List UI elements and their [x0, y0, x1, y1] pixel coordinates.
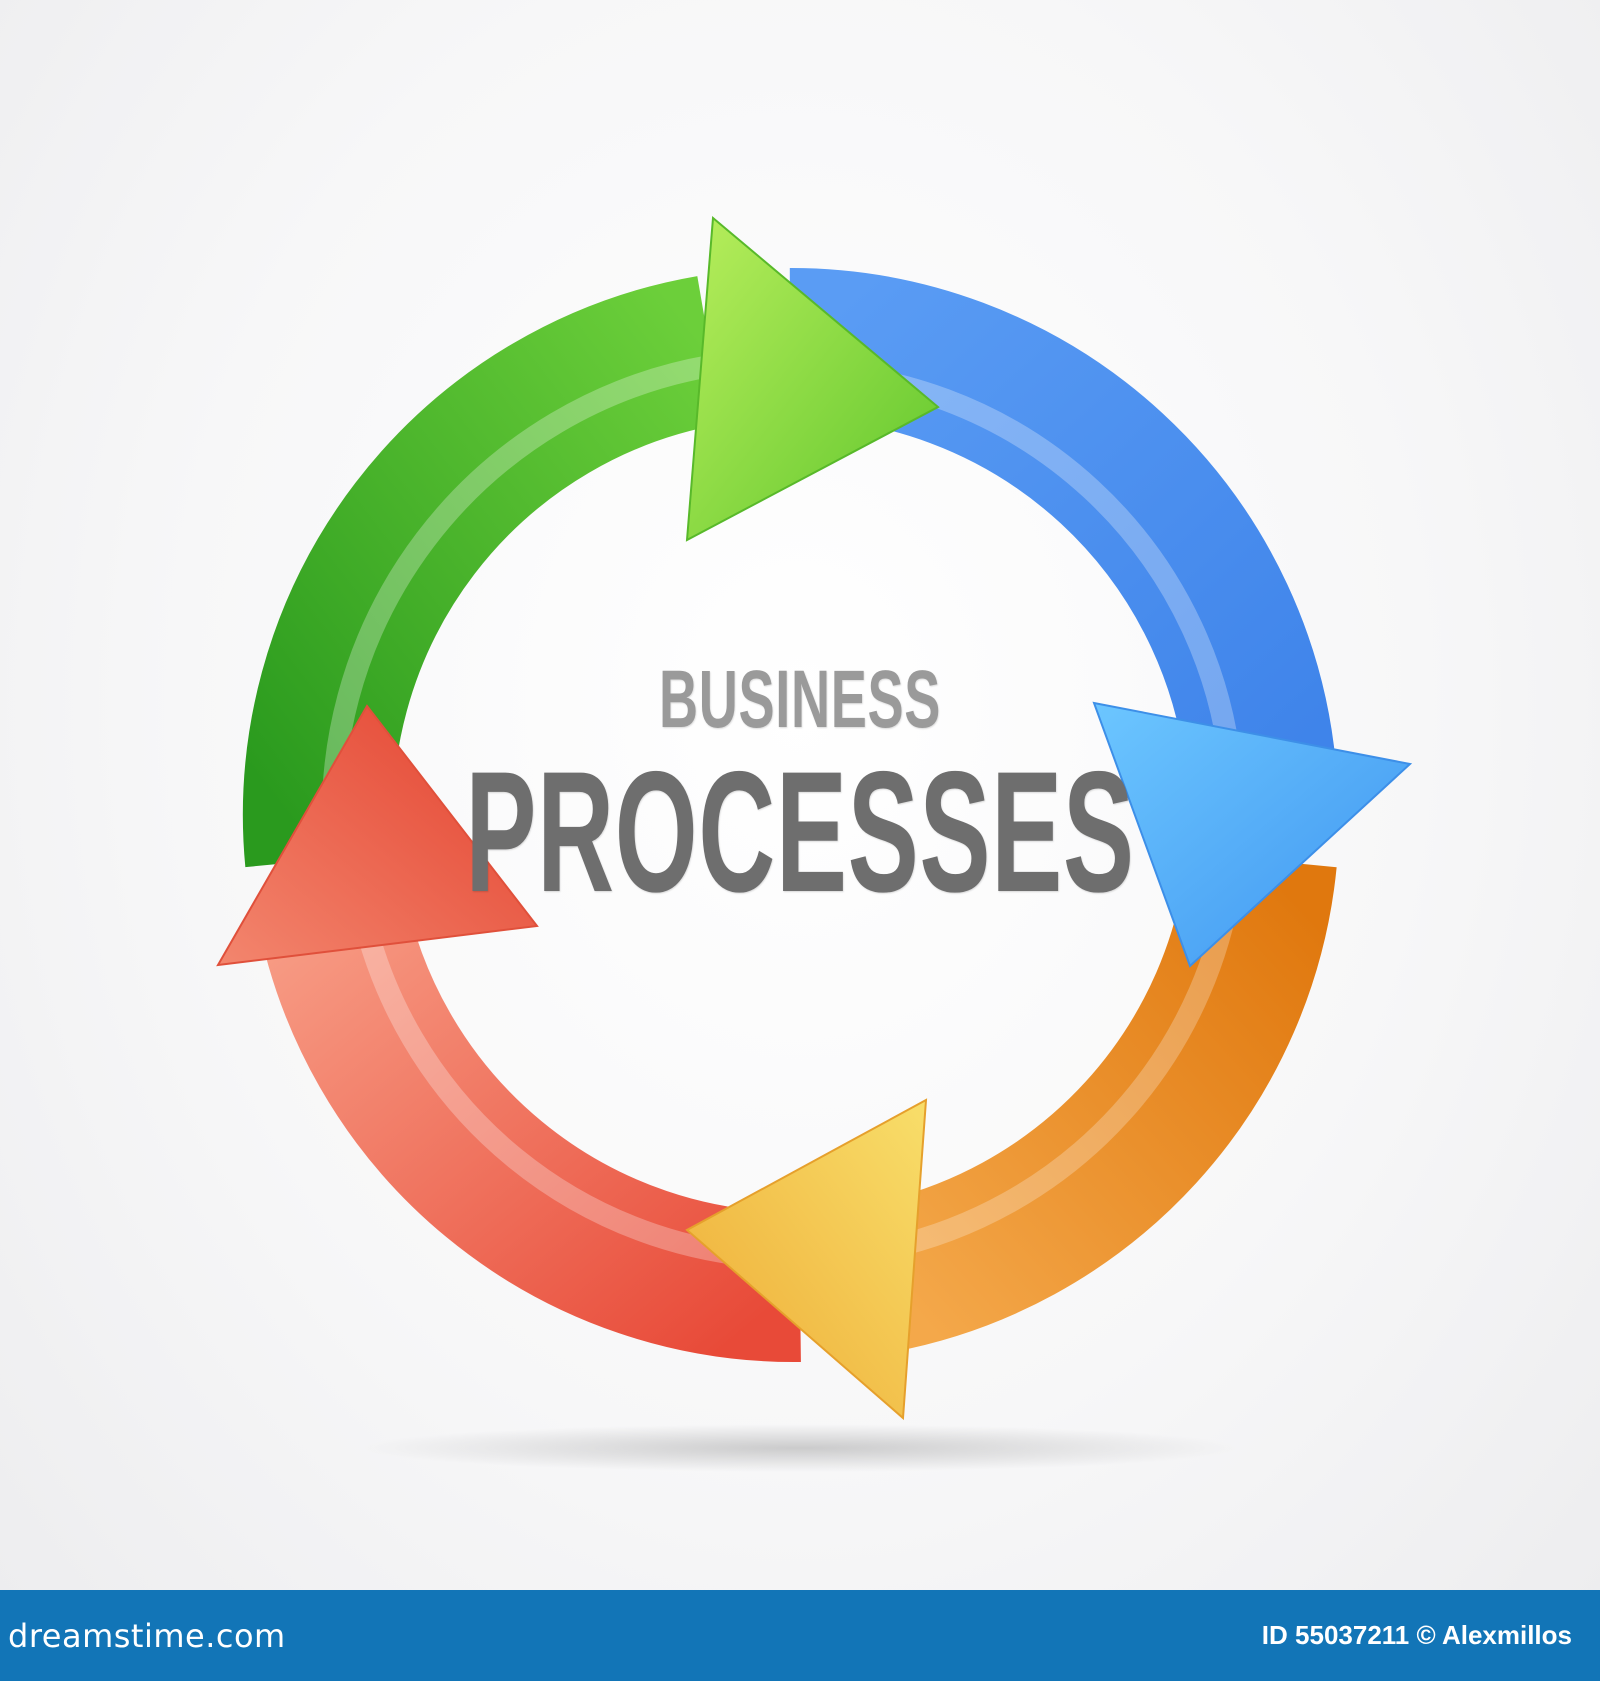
- title-processes: PROCESSES: [465, 736, 1135, 928]
- author-name: Alexmillos: [1441, 1620, 1572, 1650]
- cycle-diagram: [216, 215, 1413, 1472]
- diagram-stage: BUSINESS PROCESSES: [216, 215, 1413, 1472]
- arrowhead-red: [216, 704, 539, 967]
- ring-segment-orange: [865, 851, 1337, 1352]
- image-id: ID 55037211: [1261, 1620, 1410, 1650]
- cycle-arrowheads: [216, 215, 1413, 1421]
- ring-segment-red: [256, 885, 801, 1363]
- cycle-ring: [242, 267, 1337, 1363]
- floor-shadow: [360, 1424, 1240, 1472]
- copyright-icon: ©: [1416, 1620, 1436, 1650]
- ring-segment-green: [242, 276, 724, 868]
- watermark-bar: dreamstime.com ID 55037211 © Alexmillos: [0, 1590, 1600, 1681]
- ring-segment-blue: [789, 267, 1337, 787]
- arrowhead-orange: [685, 1098, 928, 1421]
- arrowhead-blue: [1092, 701, 1413, 968]
- watermark-credit: ID 55037211 © Alexmillos: [1262, 1620, 1572, 1651]
- watermark-brand: dreamstime.com: [8, 1616, 286, 1655]
- arrowhead-green: [685, 215, 940, 542]
- title-business: BUSINESS: [659, 654, 941, 745]
